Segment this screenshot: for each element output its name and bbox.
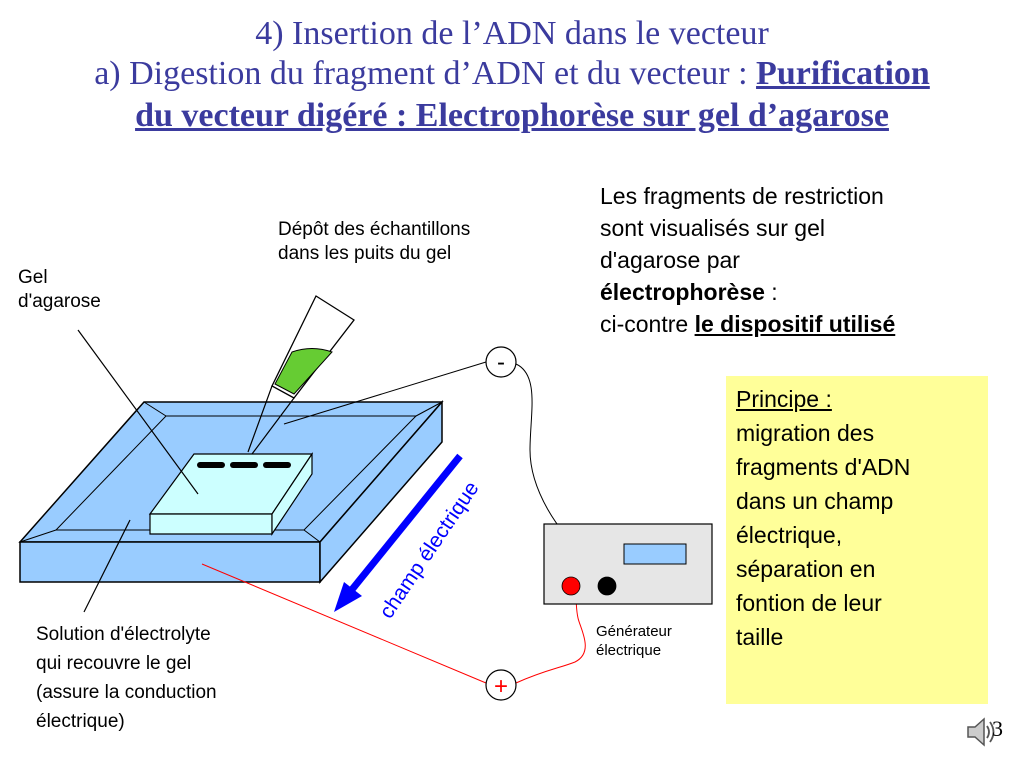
principe-line: électrique, xyxy=(736,522,843,548)
description-ci-contre: ci-contre xyxy=(600,311,695,337)
generator-red-terminal xyxy=(561,576,581,596)
solution-label-line-3: (assure la conduction xyxy=(36,682,217,703)
plus-electrode xyxy=(485,669,517,701)
principe-line: migration des xyxy=(736,420,875,446)
solution-label-line-4: électrique) xyxy=(36,711,125,732)
depot-label-line-2: dans les puits du gel xyxy=(278,243,452,264)
minus-electrode xyxy=(485,346,517,378)
description-line-5: ci-contre le dispositif utilisé xyxy=(600,308,895,340)
gel-pointer-line xyxy=(77,329,199,495)
gel-label: Gel d'agarose xyxy=(18,266,101,314)
tank-inner-edge-right xyxy=(415,401,443,417)
generator-black-terminal xyxy=(597,576,617,596)
slide-title: 4) Insertion de l’ADN dans le vecteur a)… xyxy=(0,14,1024,138)
tank-inner-edge-bl xyxy=(19,529,57,543)
title-line-2-bold: Purification xyxy=(756,55,930,92)
description-colon: : xyxy=(764,279,778,305)
pipette-tip-left xyxy=(247,385,273,453)
description-dispositif: le dispositif utilisé xyxy=(694,311,896,337)
generator-label-line-2: électrique xyxy=(596,642,662,659)
principe-line: séparation en xyxy=(736,556,876,582)
depot-label-line-1: Dépôt des échantillons xyxy=(278,219,471,240)
depot-label: Dépôt des échantillons dans les puits du… xyxy=(278,218,470,266)
description-text: Les fragments de restriction sont visual… xyxy=(600,180,895,340)
principe-heading: Principe : xyxy=(736,386,832,412)
field-arrow-head xyxy=(334,582,362,612)
principe-line: fontion de leur xyxy=(736,590,882,616)
title-line-2-plain: a) Digestion du fragment d’ADN et du vec… xyxy=(94,55,757,92)
tank-inner-edge-left xyxy=(143,401,167,417)
page-number: 3 xyxy=(992,716,1003,741)
principe-box: Principe : migration des fragments d'ADN… xyxy=(726,376,988,704)
description-line-3: d'agarose par xyxy=(600,247,740,273)
principe-line: dans un champ xyxy=(736,488,894,514)
tank-front-face xyxy=(19,541,321,583)
gel-front-face xyxy=(149,513,273,535)
solution-label: Solution d'électrolyte qui recouvre le g… xyxy=(36,620,217,736)
power-generator xyxy=(543,523,713,605)
minus-wire-to-tank xyxy=(283,361,487,425)
solution-pointer-line xyxy=(83,519,131,613)
gel-side-face xyxy=(271,452,313,536)
generator-label: Générateur électrique xyxy=(596,622,672,660)
description-line-4: électrophorèse : xyxy=(600,276,895,308)
title-line-2: a) Digestion du fragment d’ADN et du vec… xyxy=(0,54,1024,94)
pipette-tip-right xyxy=(251,397,295,455)
pipette xyxy=(247,295,355,455)
plus-wire-to-tank xyxy=(201,563,487,684)
tank-inner-edge-br xyxy=(303,529,321,543)
title-line-3: du vecteur digéré : Electrophorèse sur g… xyxy=(135,97,889,134)
solution-label-line-1: Solution d'électrolyte xyxy=(36,624,211,645)
minus-sign: - xyxy=(497,349,505,376)
gel-label-line-1: Gel xyxy=(18,267,48,288)
tank-side-face xyxy=(319,399,443,585)
description-line-2: sont visualisés sur gel xyxy=(600,215,825,241)
field-arrow-shaft xyxy=(347,453,463,595)
title-line-1: 4) Insertion de l’ADN dans le vecteur xyxy=(255,15,769,52)
solution-label-line-2: qui recouvre le gel xyxy=(36,653,192,674)
generator-label-line-1: Générateur xyxy=(596,623,672,640)
pipette-liquid xyxy=(274,348,333,395)
description-line-1: Les fragments de restriction xyxy=(600,183,884,209)
principe-line: taille xyxy=(736,624,784,650)
agarose-gel xyxy=(148,452,314,536)
generator-display xyxy=(623,543,687,565)
principe-line: fragments d'ADN xyxy=(736,454,911,480)
electric-field-arrow xyxy=(334,453,463,612)
speaker-icon[interactable] xyxy=(962,712,1002,752)
plus-sign: + xyxy=(494,673,508,700)
description-bold-term: électrophorèse xyxy=(600,279,765,305)
gel-label-line-2: d'agarose xyxy=(18,291,101,312)
